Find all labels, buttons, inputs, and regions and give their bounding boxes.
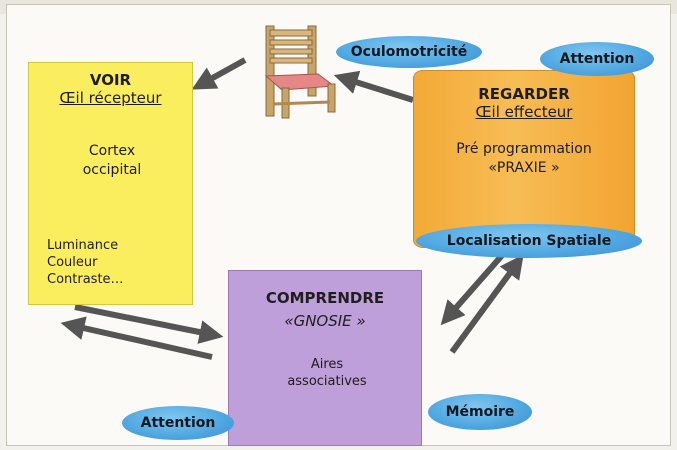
regarder-line2: «PRAXIE » xyxy=(488,160,560,176)
feature-contraste: Contraste… xyxy=(47,272,124,287)
oculomotricite-badge: Oculomotricité xyxy=(336,36,482,68)
feature-luminance: Luminance xyxy=(47,238,119,253)
aires-cloud-label: Aires associatives xyxy=(272,356,382,390)
voir-box: VOIR Œil récepteur Luminance Couleur Con… xyxy=(28,62,193,305)
regarder-line1: Pré programmation xyxy=(456,141,592,157)
arrow-comprendre-to-voir xyxy=(60,316,213,360)
voir-feature-list: Luminance Couleur Contraste… xyxy=(47,237,124,288)
regarder-subtitle: Œil effecteur xyxy=(475,103,573,121)
localisation-spatiale-badge: Localisation Spatiale xyxy=(416,224,642,258)
attention-badge-top: Attention xyxy=(540,42,654,76)
cortex-line2: occipital xyxy=(82,162,142,178)
aires-line2: associatives xyxy=(287,374,367,389)
aires-line1: Aires xyxy=(310,357,344,372)
chair-icon xyxy=(264,25,336,119)
cortex-cloud-label: Cortex occipital xyxy=(62,142,162,180)
comprendre-title: COMPRENDRE xyxy=(265,289,385,307)
comprendre-box: COMPRENDRE «GNOSIE » xyxy=(228,270,422,446)
attention-badge-bottom: Attention xyxy=(122,406,234,440)
arrow-voir-to-comprendre xyxy=(74,304,224,344)
arrow-regarder-to-chair xyxy=(333,70,414,103)
regarder-box: REGARDER Œil effecteur Pré programmation… xyxy=(413,70,635,248)
feature-couleur: Couleur xyxy=(47,255,98,270)
cortex-line1: Cortex xyxy=(88,143,136,159)
arrow-regarder-to-comprendre xyxy=(440,250,508,326)
voir-title: VOIR xyxy=(89,71,132,89)
arrow-comprendre-to-regarder xyxy=(449,254,524,354)
voir-subtitle: Œil récepteur xyxy=(59,89,162,107)
comprendre-subtitle: «GNOSIE » xyxy=(284,312,366,330)
arrow-chair-to-voir xyxy=(191,57,247,90)
regarder-title: REGARDER xyxy=(478,85,570,103)
memoire-badge: Mémoire xyxy=(428,394,532,430)
